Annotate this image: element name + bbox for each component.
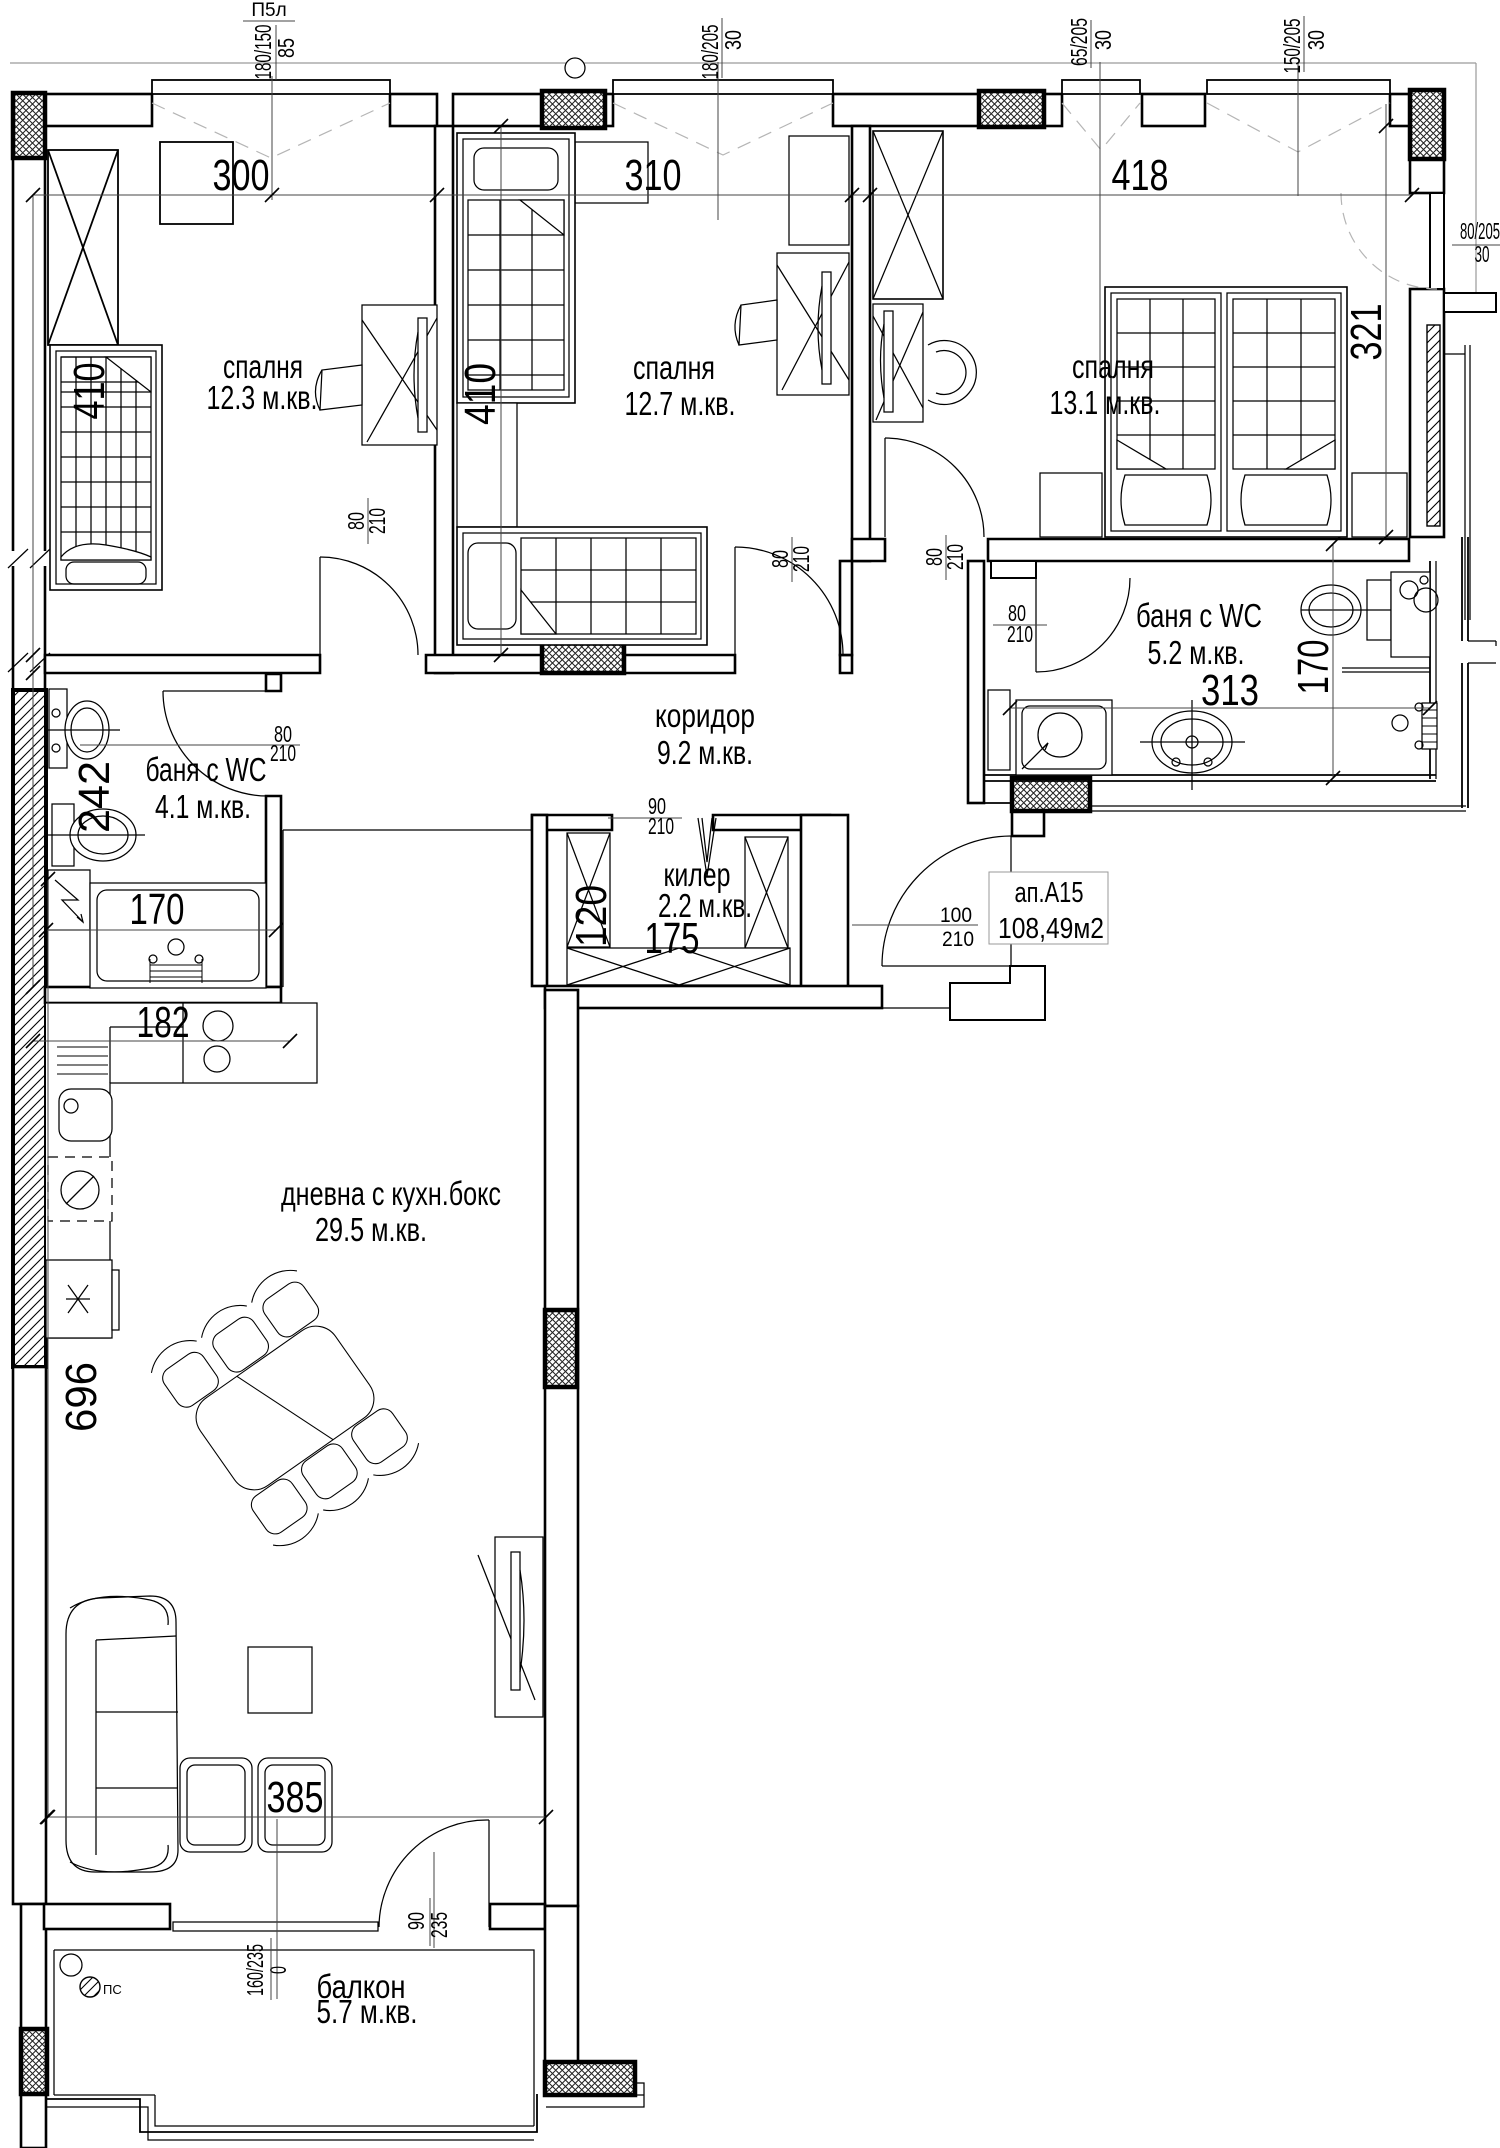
svg-text:100: 100 [940, 904, 972, 927]
svg-text:ПС: ПС [103, 1982, 122, 1997]
svg-text:12.3 м.кв.: 12.3 м.кв. [207, 379, 318, 416]
svg-text:спалня: спалня [223, 348, 303, 385]
svg-text:2.2 м.кв.: 2.2 м.кв. [658, 887, 752, 924]
svg-text:80: 80 [1008, 600, 1026, 626]
svg-text:80/205: 80/205 [1460, 218, 1500, 244]
svg-text:спалня: спалня [1072, 348, 1154, 385]
svg-text:80: 80 [921, 548, 947, 566]
svg-text:5.7 м.кв.: 5.7 м.кв. [317, 1993, 418, 2030]
svg-text:180/205: 180/205 [697, 25, 723, 80]
svg-text:30: 30 [1090, 30, 1116, 50]
svg-text:150/205: 150/205 [1279, 19, 1305, 74]
svg-text:килер: килер [664, 856, 731, 893]
svg-text:418: 418 [1112, 151, 1169, 200]
svg-text:0: 0 [265, 1966, 291, 1974]
svg-text:ап.А15: ап.А15 [1015, 877, 1084, 909]
svg-text:30: 30 [1475, 241, 1490, 267]
svg-text:80: 80 [274, 721, 292, 747]
svg-text:П5л: П5л [251, 0, 286, 21]
svg-text:242: 242 [70, 761, 119, 833]
svg-text:80: 80 [767, 550, 793, 568]
svg-text:108,49м2: 108,49м2 [998, 913, 1104, 945]
svg-text:13.1 м.кв.: 13.1 м.кв. [1050, 384, 1161, 421]
svg-text:90: 90 [403, 1912, 429, 1930]
svg-text:12.7 м.кв.: 12.7 м.кв. [625, 385, 736, 422]
svg-text:300: 300 [213, 151, 270, 200]
svg-text:410: 410 [65, 363, 114, 420]
svg-text:29.5 м.кв.: 29.5 м.кв. [315, 1211, 427, 1248]
svg-text:балкон: балкон [317, 1968, 406, 2005]
svg-text:210: 210 [942, 928, 974, 951]
svg-text:5.2 м.кв.: 5.2 м.кв. [1148, 634, 1245, 671]
svg-text:170: 170 [130, 885, 185, 934]
svg-text:170: 170 [1289, 640, 1338, 695]
svg-text:321: 321 [1342, 304, 1391, 361]
svg-text:85: 85 [273, 38, 299, 58]
svg-text:210: 210 [648, 813, 674, 839]
svg-text:182: 182 [137, 998, 190, 1047]
svg-text:310: 310 [625, 151, 682, 200]
svg-text:210: 210 [270, 740, 296, 766]
svg-text:спалня: спалня [633, 349, 715, 386]
svg-text:120: 120 [567, 885, 616, 947]
svg-text:313: 313 [1201, 666, 1259, 715]
svg-text:90: 90 [648, 793, 666, 819]
svg-text:385: 385 [267, 1773, 324, 1822]
svg-text:дневна с кухн.бокс: дневна с кухн.бокс [281, 1175, 501, 1212]
svg-text:30: 30 [1303, 30, 1329, 50]
svg-text:410: 410 [456, 363, 505, 425]
svg-text:9.2 м.кв.: 9.2 м.кв. [657, 734, 753, 771]
svg-text:696: 696 [57, 1362, 106, 1432]
svg-text:180/150: 180/150 [250, 25, 276, 80]
svg-text:4.1 м.кв.: 4.1 м.кв. [155, 788, 251, 825]
svg-text:80: 80 [343, 512, 369, 530]
svg-text:160/235: 160/235 [242, 1944, 268, 1996]
svg-text:65/205: 65/205 [1066, 18, 1092, 66]
svg-text:30: 30 [720, 30, 746, 50]
svg-text:175: 175 [645, 914, 700, 963]
svg-text:баня с WC: баня с WC [1136, 597, 1262, 634]
svg-text:баня с WC: баня с WC [146, 751, 267, 788]
svg-text:210: 210 [1007, 621, 1033, 647]
svg-text:коридор: коридор [655, 697, 755, 734]
